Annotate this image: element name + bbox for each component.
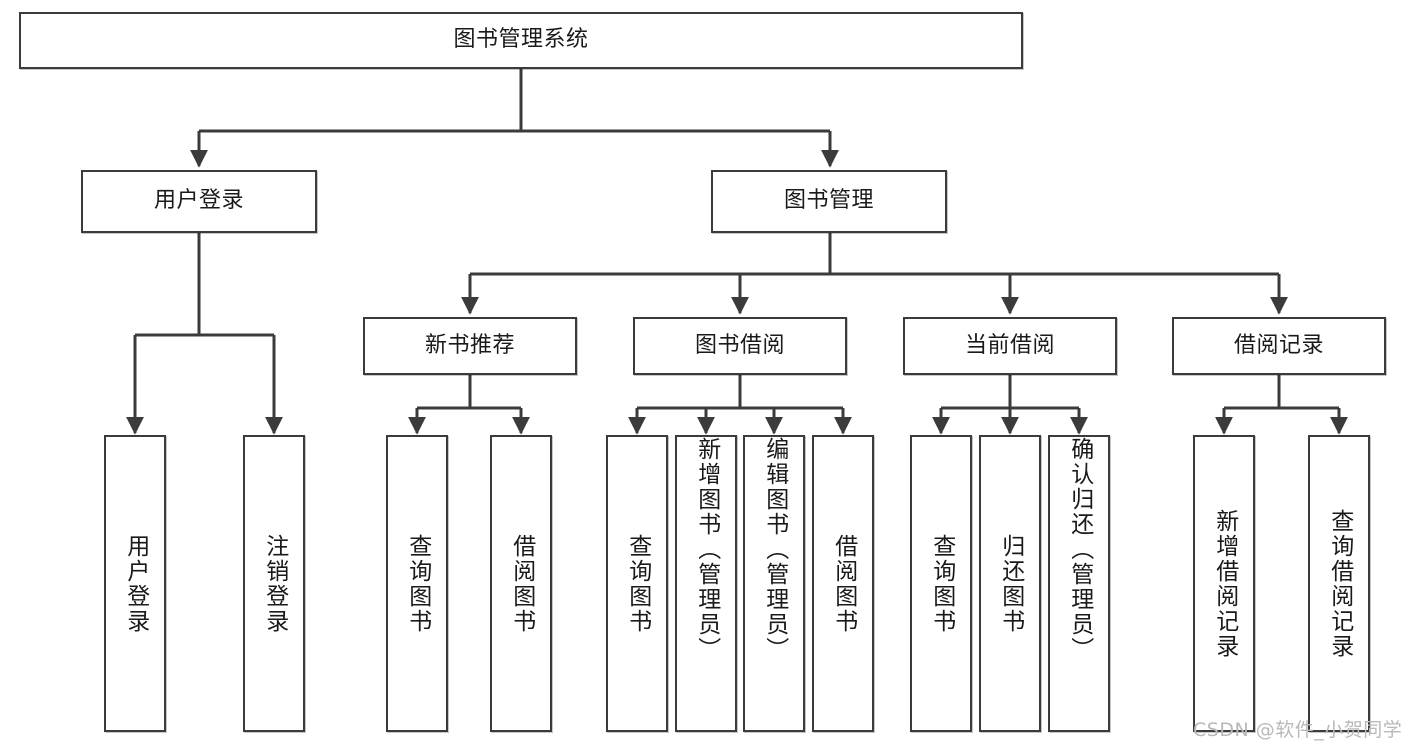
node-leaf-borrow-book-recommend[interactable]: 借阅图书 xyxy=(490,435,552,732)
node-label: 借阅图书 xyxy=(830,533,857,634)
node-label: 借阅记录 xyxy=(1233,332,1324,358)
node-leaf-query-book-recommend[interactable]: 查询图书 xyxy=(386,435,448,732)
node-leaf-user-login[interactable]: 用户登录 xyxy=(104,435,166,732)
node-label: 归还图书 xyxy=(997,533,1024,634)
node-book-manage[interactable]: 图书管理 xyxy=(711,170,947,233)
node-label: 确认归还（管理员） xyxy=(1066,437,1093,662)
node-user-login[interactable]: 用户登录 xyxy=(81,170,317,233)
node-label: 图书管理 xyxy=(783,188,874,214)
node-new-book-recommend[interactable]: 新书推荐 xyxy=(363,317,577,375)
node-label: 编辑图书（管理员） xyxy=(761,437,788,662)
node-label: 查询图书 xyxy=(404,533,431,634)
node-leaf-query-record[interactable]: 查询借阅记录 xyxy=(1308,435,1370,732)
node-leaf-edit-book[interactable]: 编辑图书（管理员） xyxy=(743,435,805,732)
node-label: 新增图书（管理员） xyxy=(693,437,720,662)
node-leaf-confirm-return[interactable]: 确认归还（管理员） xyxy=(1048,435,1110,732)
node-label: 用户登录 xyxy=(122,533,149,634)
node-leaf-add-book[interactable]: 新增图书（管理员） xyxy=(675,435,737,732)
node-label: 借阅图书 xyxy=(508,533,535,634)
node-label: 图书借阅 xyxy=(694,332,785,358)
node-leaf-query-book-current[interactable]: 查询图书 xyxy=(910,435,972,732)
node-leaf-query-book-borrow[interactable]: 查询图书 xyxy=(606,435,668,732)
node-borrow-record[interactable]: 借阅记录 xyxy=(1172,317,1386,375)
node-label: 新增借阅记录 xyxy=(1211,508,1238,659)
node-label: 注销登录 xyxy=(261,533,288,634)
node-label: 图书管理系统 xyxy=(453,27,589,53)
node-leaf-return-book[interactable]: 归还图书 xyxy=(979,435,1041,732)
node-label: 查询借阅记录 xyxy=(1326,508,1353,659)
node-label: 用户登录 xyxy=(153,188,244,214)
node-label: 新书推荐 xyxy=(424,332,515,358)
node-root-system[interactable]: 图书管理系统 xyxy=(19,12,1023,69)
node-label: 当前借阅 xyxy=(964,332,1055,358)
node-current-borrow[interactable]: 当前借阅 xyxy=(903,317,1117,375)
node-label: 查询图书 xyxy=(624,533,651,634)
node-leaf-add-record[interactable]: 新增借阅记录 xyxy=(1193,435,1255,732)
node-book-borrow[interactable]: 图书借阅 xyxy=(633,317,847,375)
node-label: 查询图书 xyxy=(928,533,955,634)
node-leaf-borrow-book[interactable]: 借阅图书 xyxy=(812,435,874,732)
node-leaf-logout[interactable]: 注销登录 xyxy=(243,435,305,732)
